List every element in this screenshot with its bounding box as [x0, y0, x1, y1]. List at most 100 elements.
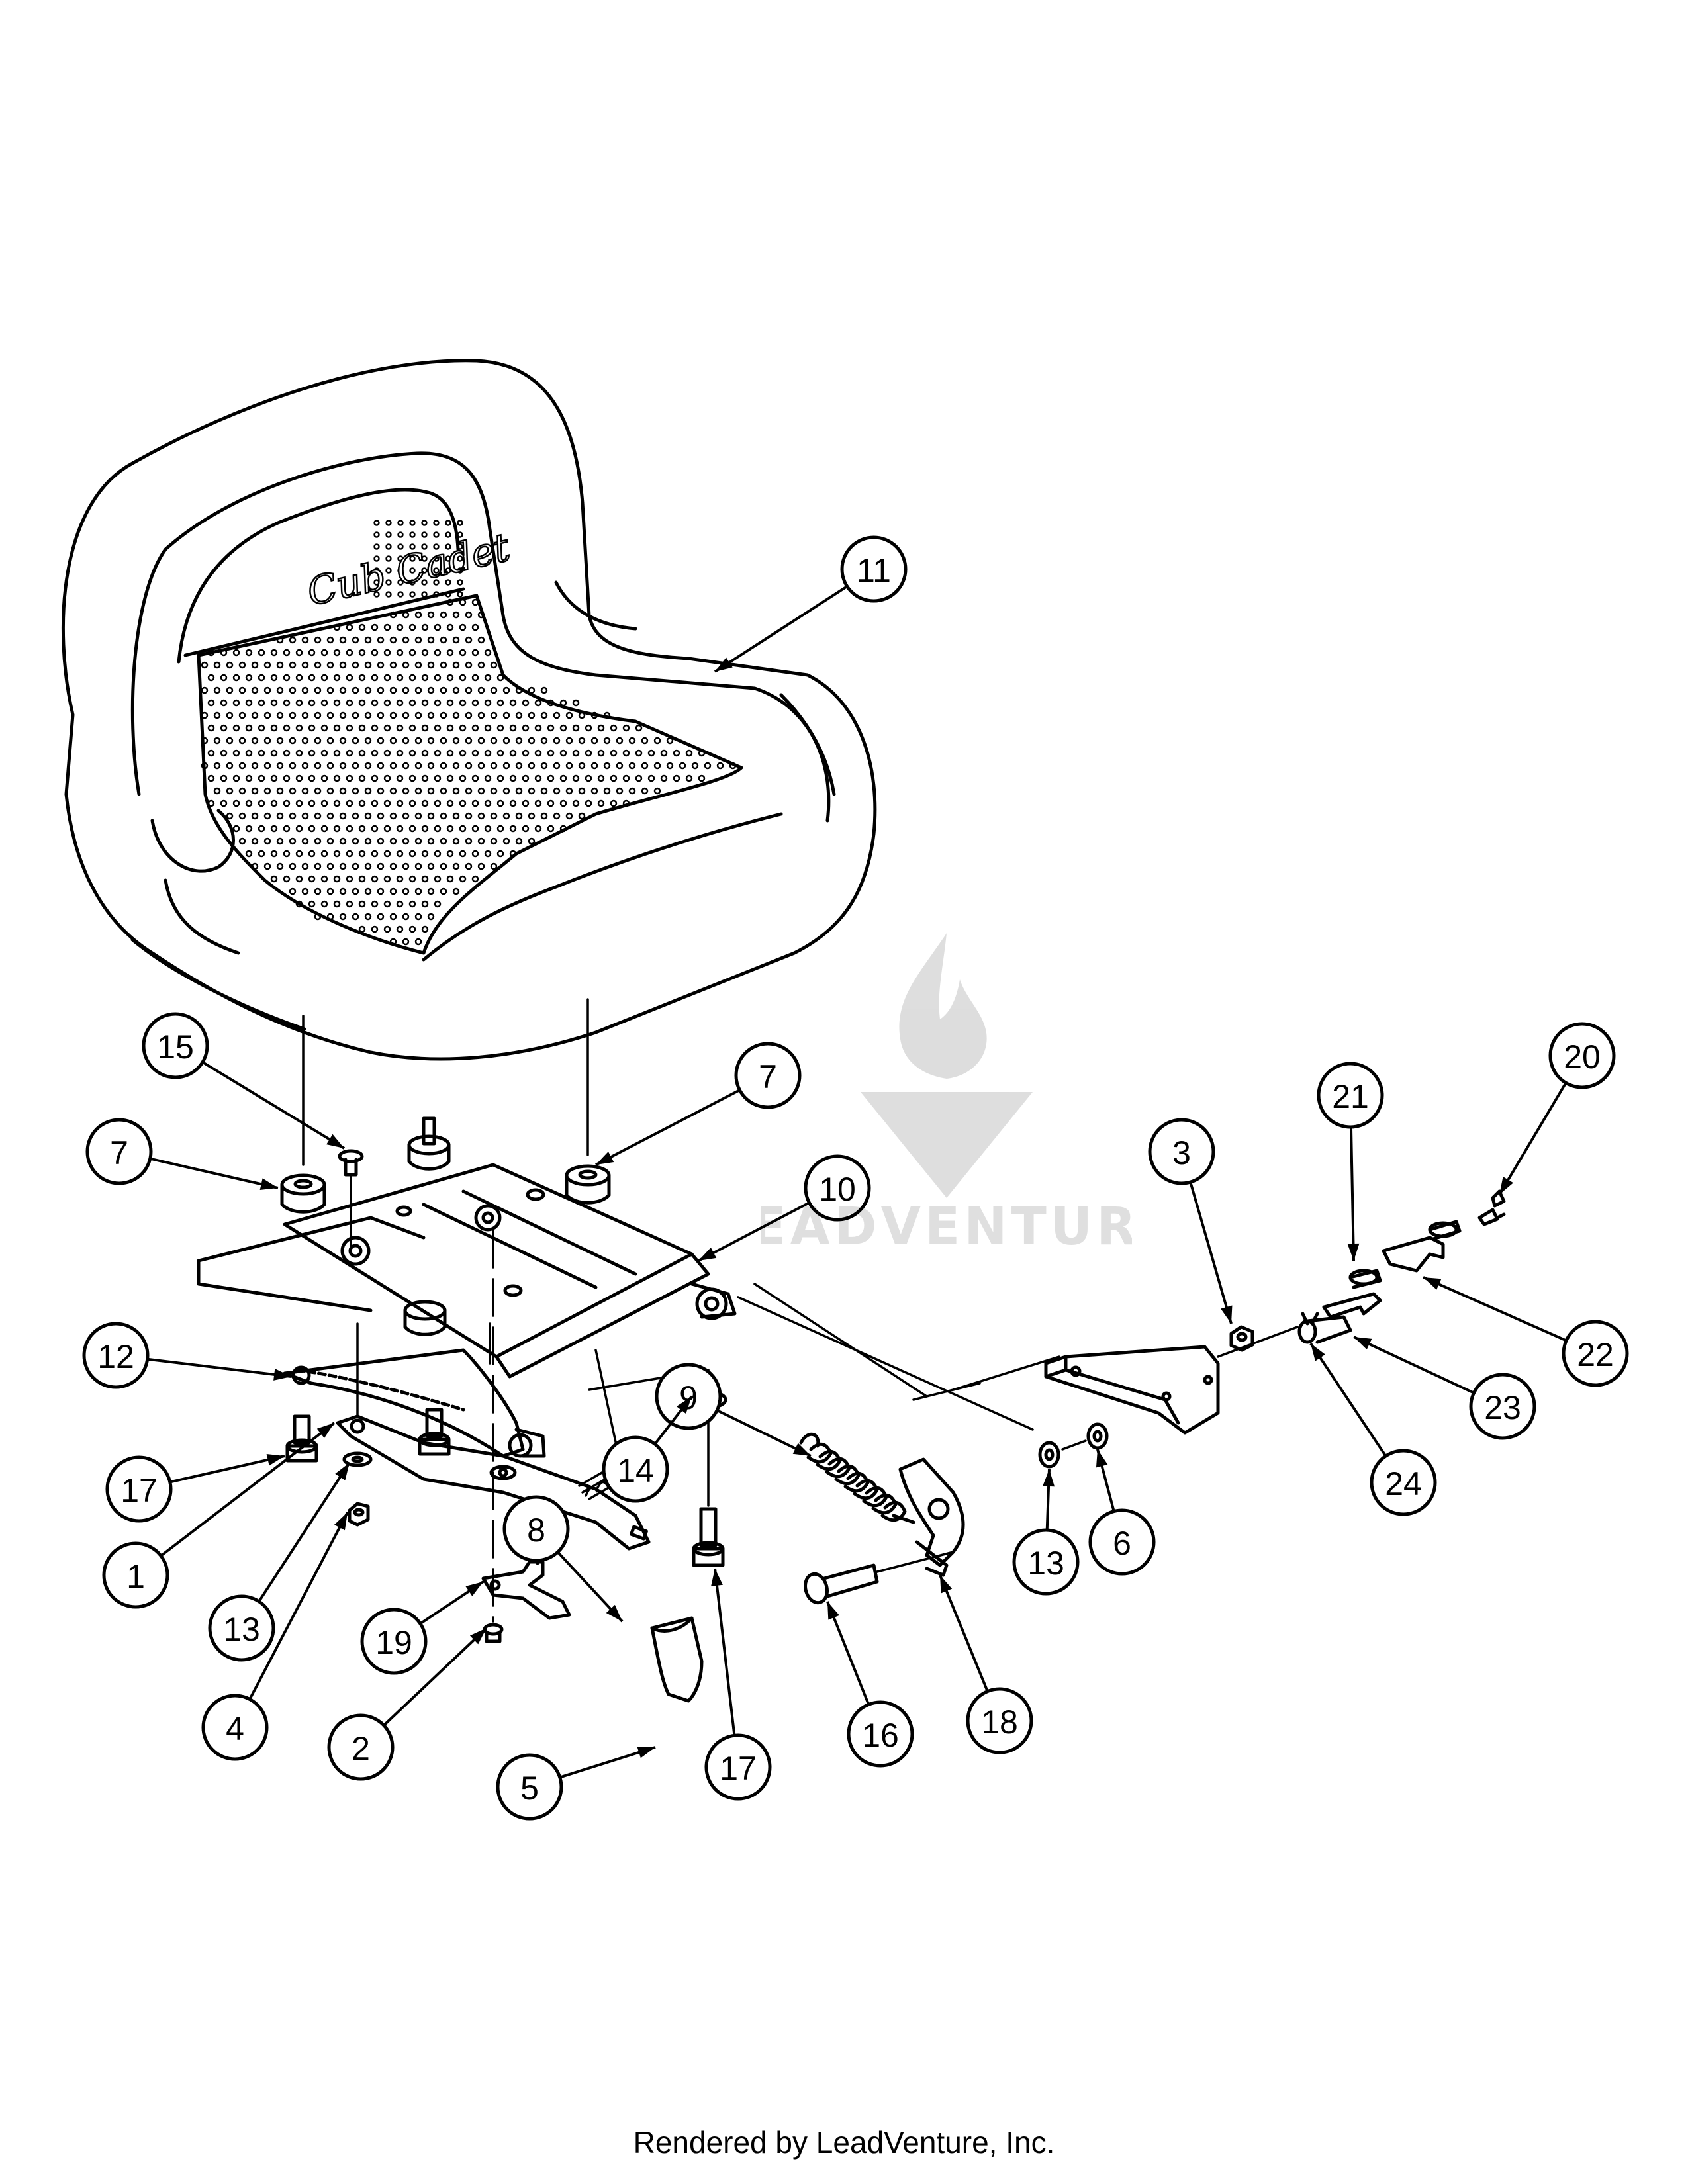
spring-large [799, 1433, 915, 1524]
callout-leader [169, 1455, 285, 1484]
callout-leader [595, 1089, 741, 1166]
callout-label: 5 [520, 1770, 539, 1807]
callout-arrowhead [326, 1134, 344, 1148]
callout-circle [1469, 1373, 1536, 1440]
callout-label: 3 [1172, 1134, 1191, 1171]
callout-arrowhead [1221, 1305, 1233, 1324]
handle-grip [650, 1616, 704, 1703]
switch-clip-upper [1382, 1236, 1445, 1273]
callout-leader [1498, 1082, 1568, 1196]
callout-label: 7 [110, 1134, 128, 1171]
callout-arrowhead [827, 1602, 840, 1620]
callout-label: 1 [126, 1558, 145, 1595]
callout-arrowhead [334, 1512, 348, 1531]
callout-leader [248, 1512, 349, 1700]
callout-circle [85, 1118, 153, 1185]
callout-label: 7 [759, 1058, 777, 1095]
callout-label: 22 [1577, 1336, 1614, 1373]
callout-label: 8 [527, 1512, 545, 1549]
callout-leader [716, 1409, 812, 1457]
slide-rail [283, 1322, 546, 1458]
callout-label: 13 [223, 1611, 260, 1648]
callout-circle [1088, 1508, 1156, 1576]
callout-circle [208, 1594, 275, 1662]
callout-circle [502, 1495, 570, 1563]
callout-leader [201, 1061, 346, 1150]
callout-leader [714, 585, 848, 673]
callout-arrowhead [1096, 1449, 1108, 1468]
callout-circle [496, 1753, 563, 1821]
callout-circle [142, 1012, 209, 1079]
callout-arrowhead [606, 1604, 622, 1621]
callout-label: 20 [1564, 1038, 1601, 1075]
shoulder-bolt-right [692, 1507, 725, 1567]
shoulder-bolt-left [285, 1414, 318, 1463]
callout-label: 14 [617, 1452, 654, 1489]
callout-circle [655, 1363, 722, 1430]
isolator-on-plate-back [407, 1116, 451, 1171]
callout-label: 18 [981, 1704, 1018, 1741]
callout-leader [826, 1601, 870, 1706]
callout-label: 11 [857, 552, 891, 589]
callout-arrowhead [266, 1453, 285, 1466]
callout-arrowhead [792, 1443, 811, 1456]
callout-label: 17 [120, 1472, 158, 1509]
callout-circle [847, 1700, 914, 1768]
callout-circle [1370, 1449, 1437, 1516]
callout-circle [840, 535, 908, 603]
callout-leader [150, 1157, 279, 1189]
callout-arrowhead [676, 1396, 692, 1414]
safety-switch [1297, 1312, 1352, 1344]
callout-label: 2 [352, 1730, 370, 1767]
callout-leader [160, 1422, 336, 1557]
callout-arrowhead [596, 1152, 614, 1165]
callout-arrowhead [335, 1463, 350, 1480]
callout-circle [327, 1713, 395, 1781]
watermark: LEADVENTURE [761, 933, 1132, 1257]
seat-perforations [201, 520, 737, 946]
callout-arrowhead [1354, 1337, 1372, 1350]
callout-label: 13 [1027, 1545, 1064, 1582]
callout-arrowhead [715, 657, 733, 672]
carriage-bolt [338, 1149, 364, 1249]
switch-plate-lower [1348, 1269, 1382, 1289]
pivot-bolt [804, 1551, 955, 1605]
callout-label: 17 [720, 1750, 757, 1787]
callout-leader [1423, 1276, 1567, 1342]
callout-label: 24 [1385, 1465, 1422, 1502]
washer-left [342, 1451, 373, 1467]
callout-arrowhead [637, 1747, 655, 1758]
seat-assembly: Cub Cadet [61, 359, 877, 1061]
callout-leader [698, 1201, 810, 1262]
callout-circle [704, 1733, 772, 1801]
callout-arrowhead [259, 1178, 278, 1190]
switch-plate-upper [1428, 1220, 1462, 1241]
screw-switch [1477, 1189, 1506, 1226]
isolator-right [565, 1164, 611, 1205]
seat-mounting-plate [197, 1163, 737, 1379]
callout-leader [258, 1461, 351, 1602]
callout-circle [105, 1455, 173, 1523]
callout-arrowhead [1423, 1277, 1442, 1290]
callout-label: 10 [819, 1171, 856, 1208]
callout-leader [1189, 1181, 1233, 1324]
callout-arrowhead [711, 1569, 723, 1586]
callout-label: 4 [226, 1710, 244, 1747]
callout-leader [383, 1627, 488, 1727]
callout-label: 16 [862, 1717, 899, 1754]
isolator-left [280, 1173, 326, 1214]
callout-circle [102, 1541, 169, 1609]
callout-label: 21 [1332, 1078, 1369, 1115]
callout-circle [82, 1322, 150, 1389]
hex-nut [348, 1502, 370, 1527]
callout-label: 19 [375, 1624, 412, 1661]
mounting-bracket-right [1044, 1345, 1220, 1435]
callout-circle [1148, 1118, 1215, 1185]
callout-label: 12 [97, 1338, 134, 1375]
callout-label: 23 [1484, 1389, 1521, 1426]
callout-leader [714, 1568, 736, 1736]
watermark-text: LEADVENTURE [761, 1197, 1132, 1257]
callout-arrowhead [273, 1368, 291, 1381]
callout-arrowhead [316, 1423, 334, 1438]
